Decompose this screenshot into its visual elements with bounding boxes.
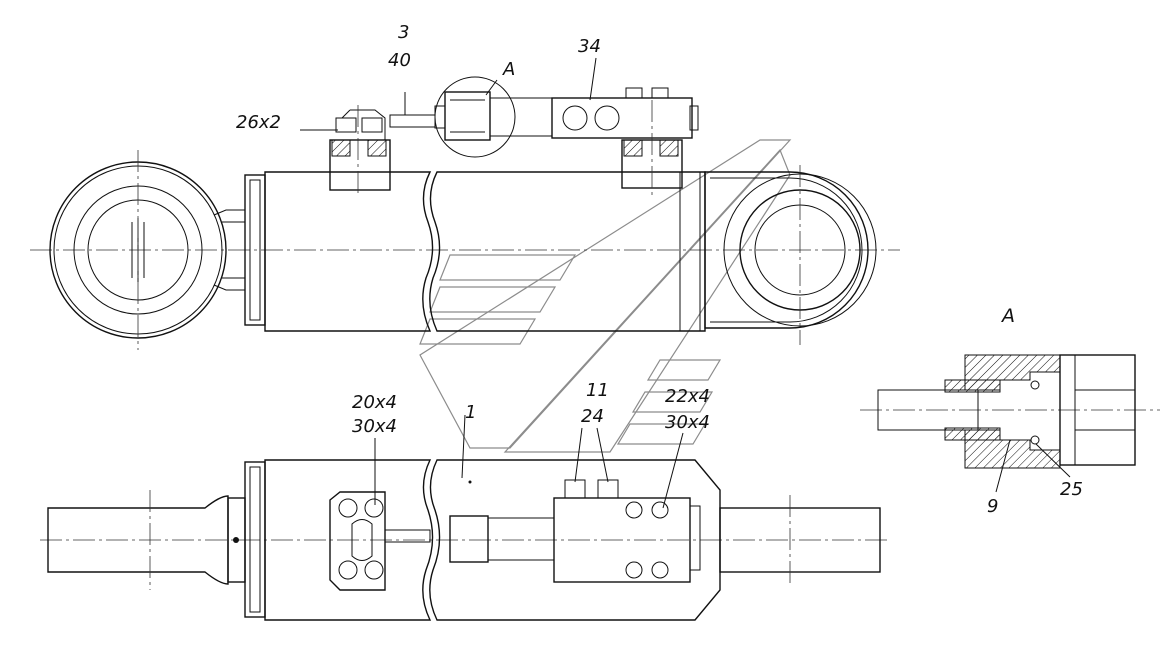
left-rod-eye: [49, 150, 227, 350]
union-fitting-a: [434, 76, 553, 158]
callout-25: 25: [1060, 479, 1083, 500]
bottom-view: [40, 459, 890, 621]
watermark-logo: [419, 139, 792, 453]
callout-40: 40: [388, 50, 411, 71]
detail-view-a: [860, 354, 1160, 469]
callout-34: 34: [578, 36, 601, 57]
callout-20x4: 20x4: [352, 392, 397, 413]
callout-26x2: 26x2: [236, 112, 281, 133]
callout-24: 24: [581, 406, 604, 427]
callout-30x4-left: 30x4: [352, 416, 397, 437]
callout-1: 1: [465, 402, 476, 423]
flange-block: [329, 491, 386, 591]
valve-block-34: [551, 87, 699, 139]
callout-view-a-title: A: [1000, 305, 1015, 327]
callout-9: 9: [987, 496, 998, 517]
callouts: 3 40 A 34 26x2 A 20x4 30x4 1 11 24 22x4 …: [236, 22, 1083, 517]
callout-30x4-right: 30x4: [665, 412, 710, 433]
callout-view-a-marker: A: [502, 59, 515, 80]
top-view: [30, 76, 900, 350]
callout-22x4: 22x4: [665, 386, 710, 407]
callout-3: 3: [398, 22, 409, 43]
leader-lines: [300, 57, 1071, 509]
callout-11: 11: [586, 380, 609, 401]
